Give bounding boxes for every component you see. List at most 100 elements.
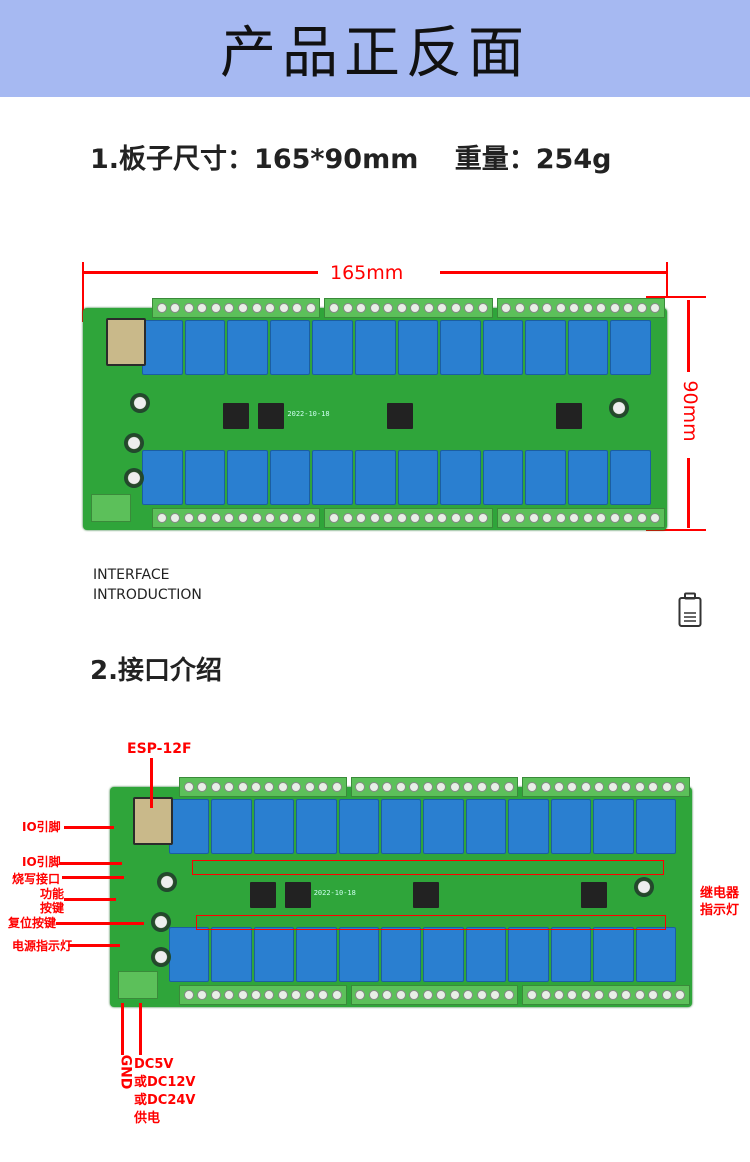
relay: [168, 799, 210, 854]
board-date: 2022-10-18: [287, 410, 330, 418]
screw: [396, 513, 407, 523]
screw: [238, 303, 248, 313]
screw: [197, 990, 208, 1000]
esp12f-module: [133, 797, 174, 845]
capacitor: [123, 468, 144, 488]
screw: [490, 990, 501, 1000]
relay: [253, 927, 295, 982]
screw: [305, 303, 316, 313]
screw: [636, 513, 647, 523]
dimension-line-top: [687, 300, 690, 372]
label-reset-key: 复位按键: [8, 916, 57, 930]
screw: [422, 782, 433, 792]
screw: [540, 990, 551, 1000]
relay: [567, 320, 609, 375]
terminal-block: [496, 508, 665, 528]
screw: [383, 513, 394, 523]
relay: [593, 927, 634, 982]
arrow: [68, 944, 120, 947]
screw: [449, 990, 460, 1000]
screw: [582, 513, 593, 523]
chip: [284, 882, 311, 908]
label-line: 供电: [134, 1111, 161, 1126]
terminal-block: [152, 508, 321, 528]
relay: [253, 799, 295, 854]
screw: [650, 513, 661, 523]
screw: [369, 303, 380, 313]
screw: [528, 303, 539, 313]
relay: [211, 927, 252, 982]
relay: [397, 450, 439, 505]
relay: [355, 320, 396, 375]
screw: [553, 990, 564, 1000]
screw: [170, 303, 181, 313]
terminal-block: [324, 508, 493, 528]
screw: [210, 990, 221, 1000]
screw: [396, 303, 407, 313]
screw: [621, 782, 632, 792]
capacitor: [156, 872, 177, 892]
dimension-line-right: [440, 271, 666, 274]
label-burn-port: 烧写接口: [12, 872, 61, 886]
relay: [381, 927, 422, 982]
screw: [331, 782, 342, 792]
arrow: [64, 826, 114, 829]
screw: [634, 782, 645, 792]
screw: [580, 990, 591, 1000]
chip: [556, 403, 583, 429]
screw: [251, 990, 261, 1000]
relay: [423, 799, 464, 854]
screw: [594, 782, 605, 792]
screw: [277, 782, 288, 792]
screw: [607, 990, 618, 1000]
width-label: 165mm: [330, 262, 404, 284]
relay: [593, 799, 634, 854]
chip: [581, 882, 608, 908]
label-power-led: 电源指示灯: [12, 939, 73, 953]
screw: [395, 990, 406, 1000]
screw: [210, 303, 221, 313]
relay-board-annotated: 2022-10-18: [110, 777, 692, 1007]
relay: [482, 450, 524, 505]
relay: [397, 320, 439, 375]
screw: [623, 513, 634, 523]
screw: [503, 990, 514, 1000]
height-label: 90mm: [679, 380, 701, 442]
relay: [227, 320, 268, 375]
screw: [277, 990, 288, 1000]
terminal-block: [496, 298, 665, 318]
relay: [482, 320, 524, 375]
label-gnd: GND: [117, 1054, 134, 1090]
screw: [580, 782, 591, 792]
screw: [464, 303, 475, 313]
relay: [355, 450, 396, 505]
highlight-relay-leds-bottom: [196, 915, 666, 930]
screw: [197, 782, 208, 792]
screw: [342, 303, 353, 313]
screw: [278, 513, 289, 523]
esp12f-module: [106, 318, 147, 366]
power-terminal: [91, 494, 131, 522]
relay: [296, 927, 337, 982]
relay: [440, 320, 481, 375]
screw: [183, 513, 194, 523]
label-io-pins-1: IO引脚: [22, 820, 61, 834]
screw: [634, 990, 645, 1000]
relay-board-image: 2022-10-18: [83, 298, 667, 530]
screw: [264, 990, 275, 1000]
screw: [342, 513, 353, 523]
caption-line: INTRODUCTION: [93, 587, 202, 603]
screw: [423, 303, 434, 313]
label-line: DC5V: [134, 1057, 174, 1072]
screw: [609, 303, 620, 313]
screw: [238, 513, 248, 523]
screw: [156, 303, 167, 313]
dimension-tick: [82, 262, 84, 322]
arrow: [62, 876, 124, 879]
terminal-block: [350, 777, 519, 797]
relay: [550, 799, 592, 854]
screw: [621, 990, 632, 1000]
label-func-key-2: 按键: [40, 901, 65, 915]
screw: [409, 782, 420, 792]
screw: [368, 782, 379, 792]
